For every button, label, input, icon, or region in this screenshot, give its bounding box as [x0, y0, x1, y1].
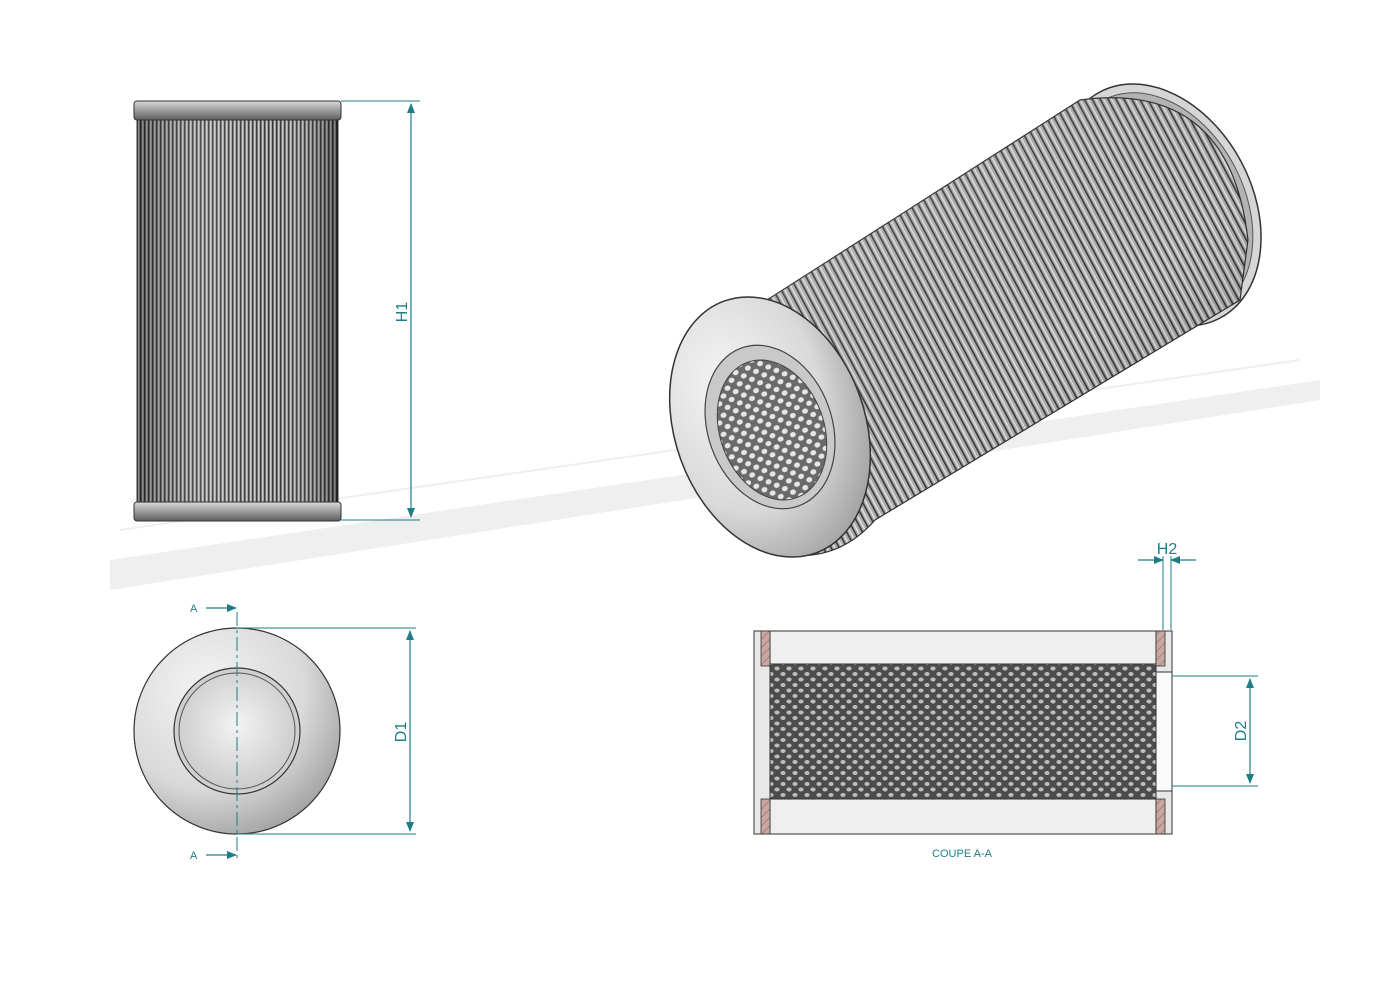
section-outer-pleat-bottom — [769, 798, 1157, 835]
section-perforated-core — [769, 663, 1157, 800]
front-view — [133, 100, 342, 522]
section-caption: COUPE A-A — [932, 848, 993, 860]
front-view-top-cap — [133, 100, 342, 121]
d1-label: D1 — [393, 722, 410, 743]
d2-label: D2 — [1233, 721, 1250, 742]
front-view-bottom-cap — [133, 501, 342, 522]
section-mark-top-label: A — [190, 603, 198, 615]
section-view: COUPE A-A — [753, 630, 1173, 860]
section-outer-pleat-top — [769, 630, 1157, 665]
h2-label: H2 — [1157, 541, 1178, 558]
section-mark-bottom: A — [190, 850, 237, 862]
section-mark-bottom-label: A — [190, 850, 198, 862]
dimension-h2: H2 — [1138, 541, 1196, 630]
dimension-d1: D1 — [237, 627, 416, 835]
section-mark-top: A — [190, 603, 237, 615]
h1-label: H1 — [394, 302, 411, 323]
dimension-h1: H1 — [341, 100, 420, 521]
iso-perforated-core — [716, 359, 828, 501]
dimension-d2: D2 — [1172, 675, 1258, 787]
isometric-view — [668, 83, 1262, 558]
top-view — [133, 612, 341, 858]
